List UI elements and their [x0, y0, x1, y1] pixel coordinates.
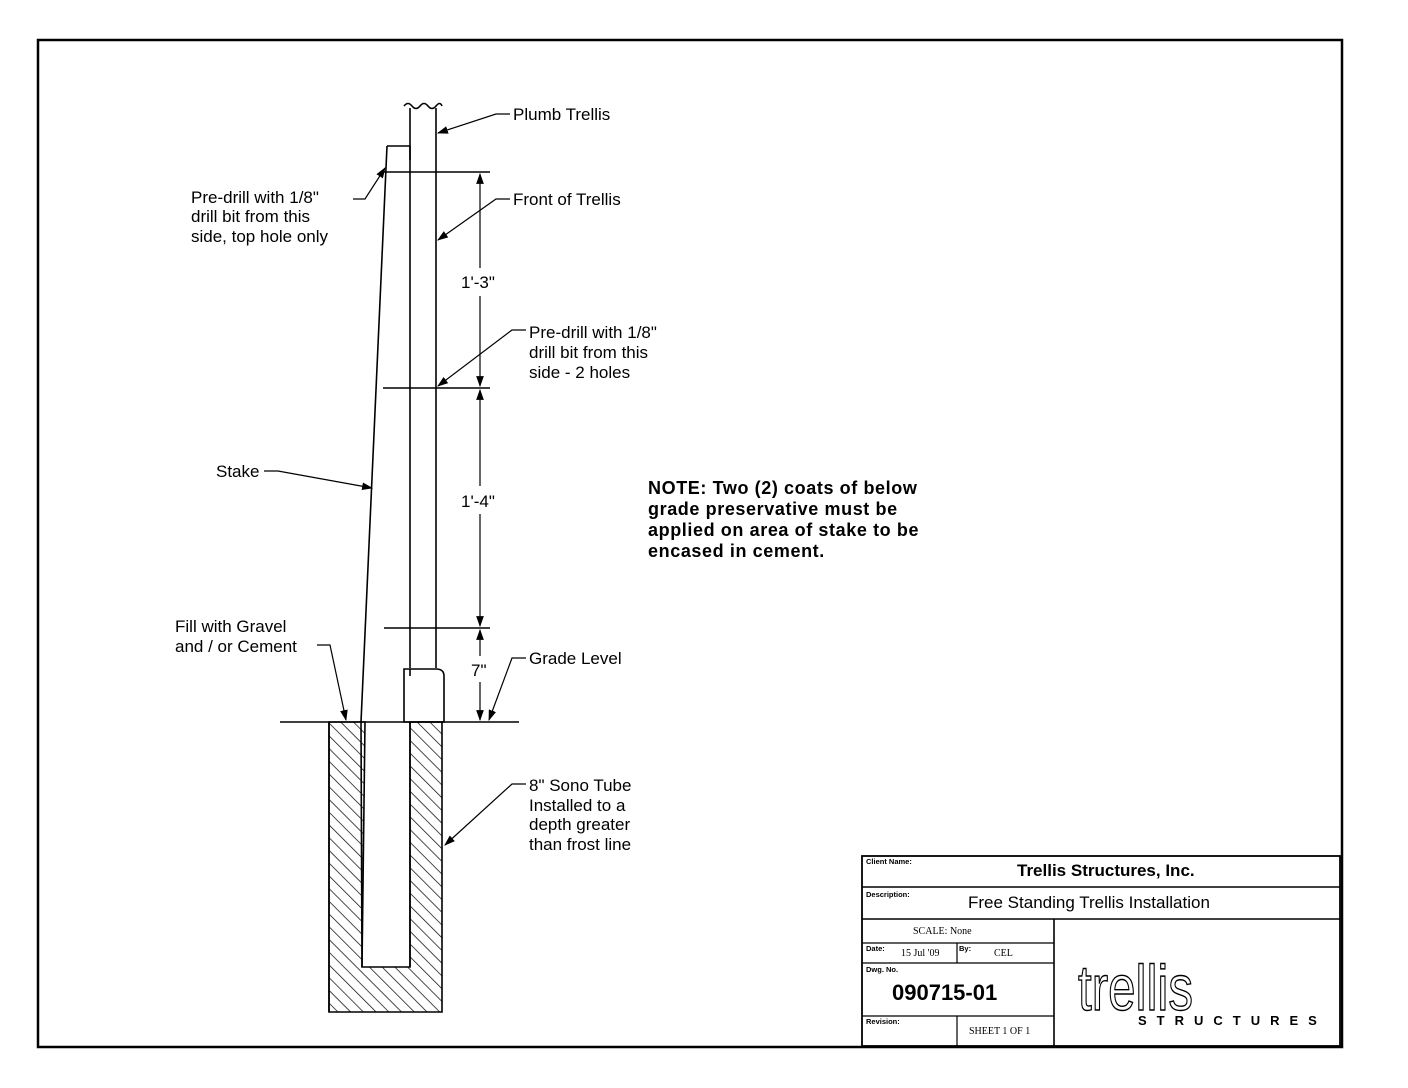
client-label: Client Name:	[866, 857, 912, 866]
svg-text:drill bit from this: drill bit from this	[191, 207, 310, 226]
predrill-side-label: Pre-drill with 1/8" drill bit from this …	[529, 323, 657, 382]
predrill-top-label: Pre-drill with 1/8" drill bit from this …	[191, 188, 329, 246]
concrete-footing	[328, 721, 443, 1013]
svg-text:Pre-drill with 1/8": Pre-drill with 1/8"	[529, 323, 657, 342]
svg-text:and / or Cement: and / or Cement	[175, 637, 297, 656]
description-label: Description:	[866, 890, 910, 899]
svg-text:applied on area of stake to be: applied on area of stake to be	[648, 520, 919, 540]
date-label: Date:	[866, 944, 885, 953]
svg-text:Fill with Gravel: Fill with Gravel	[175, 617, 286, 636]
trellis-post	[403, 102, 445, 723]
svg-text:drill bit from this: drill bit from this	[529, 343, 648, 362]
svg-text:grade preservative must be: grade preservative must be	[648, 499, 898, 519]
dwg-value: 090715-01	[892, 980, 997, 1005]
sono-tube-label: 8" Sono Tube Installed to a depth greate…	[529, 776, 631, 854]
svg-text:NOTE: Two (2) coats of below: NOTE: Two (2) coats of below	[648, 478, 918, 498]
trellis-structures-logo: trellis STRUCTURES	[1077, 951, 1327, 1028]
description-value: Free Standing Trellis Installation	[968, 893, 1210, 912]
dimension-lower: 7"	[471, 661, 487, 680]
svg-text:trellis: trellis	[1078, 952, 1193, 1024]
date-value: 15 Jul '09	[901, 948, 939, 959]
svg-text:Pre-drill with 1/8": Pre-drill with 1/8"	[191, 188, 319, 207]
svg-text:8" Sono Tube: 8" Sono Tube	[529, 776, 631, 795]
svg-text:than frost line: than frost line	[529, 835, 631, 854]
dimension-upper: 1'-3"	[461, 273, 495, 292]
svg-text:encased in cement.: encased in cement.	[648, 541, 825, 561]
sheet-border	[36, 38, 1344, 1049]
fill-label: Fill with Gravel and / or Cement	[175, 617, 297, 656]
scale-text: SCALE: None	[913, 926, 972, 937]
sheet-text: SHEET 1 OF 1	[969, 1026, 1030, 1037]
svg-text:Installed to a: Installed to a	[529, 796, 626, 815]
title-block: Client Name: Trellis Structures, Inc. De…	[861, 855, 1341, 1047]
grade-level-label: Grade Level	[529, 649, 622, 668]
by-value: CEL	[994, 948, 1013, 959]
dimension-middle: 1'-4"	[461, 492, 495, 511]
plumb-trellis-label: Plumb Trellis	[513, 105, 610, 124]
svg-text:STRUCTURES: STRUCTURES	[1138, 1013, 1327, 1028]
svg-text:side - 2 holes: side - 2 holes	[529, 363, 630, 382]
svg-text:side, top hole only: side, top hole only	[191, 227, 329, 246]
preservative-note: NOTE: Two (2) coats of below grade prese…	[648, 478, 919, 561]
svg-text:depth greater: depth greater	[529, 815, 630, 834]
revision-label: Revision:	[866, 1017, 900, 1026]
by-label: By:	[959, 944, 971, 953]
stake	[360, 145, 411, 968]
dwg-label: Dwg. No.	[866, 965, 898, 974]
client-value: Trellis Structures, Inc.	[1017, 861, 1195, 880]
stake-label: Stake	[216, 462, 259, 481]
front-of-trellis-label: Front of Trellis	[513, 190, 621, 209]
